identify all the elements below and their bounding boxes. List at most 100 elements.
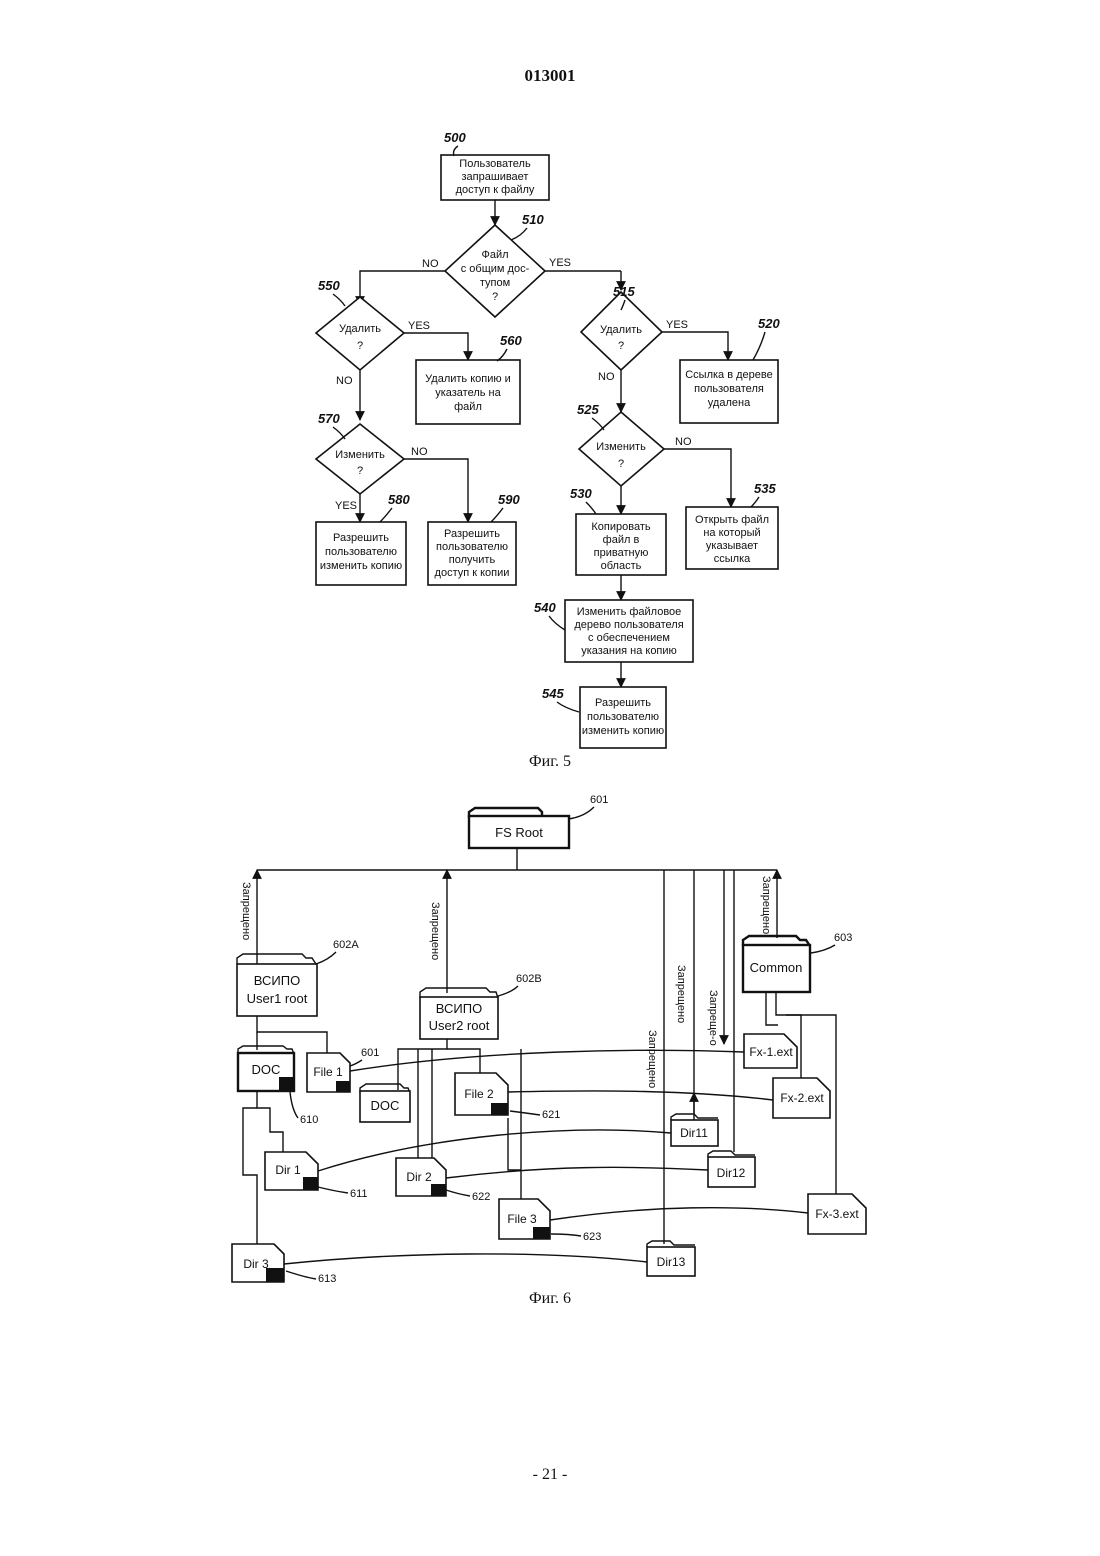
u1-folder-tab xyxy=(237,954,316,964)
leader-611 xyxy=(318,1187,348,1193)
dir12-label: Dir12 xyxy=(717,1166,746,1180)
leader-535 xyxy=(751,497,759,507)
link-dir1-dir11 xyxy=(318,1130,671,1171)
common-label: Common xyxy=(750,960,803,975)
ref-570: 570 xyxy=(318,411,340,426)
label-515-no: NO xyxy=(598,371,615,383)
dir2-marker xyxy=(431,1184,446,1196)
figure-5-flowchart: Пользовательзапрашиваетдоступ к файлу Фа… xyxy=(316,130,780,770)
leader-550 xyxy=(333,294,345,306)
leader-603 xyxy=(811,945,835,953)
dir13-folder-tab xyxy=(647,1241,695,1247)
link-file2-fx2 xyxy=(508,1091,773,1100)
file2-to-file3 xyxy=(508,1118,521,1170)
ref-601: 601 xyxy=(590,794,608,806)
leader-520 xyxy=(753,332,765,360)
label-525-no: NO xyxy=(675,436,692,448)
label-550-no: NO xyxy=(336,375,353,387)
ref-611: 611 xyxy=(350,1188,368,1200)
fs-root-label: FS Root xyxy=(495,825,543,840)
ref-602A: 602A xyxy=(333,939,359,951)
fx1-label: Fx-1.ext xyxy=(749,1045,793,1059)
ref-515: 515 xyxy=(613,284,635,299)
denied-label-dir13: Запрещено xyxy=(646,1030,658,1088)
denied-label-common: Запрещено xyxy=(760,876,772,934)
doc1-marker xyxy=(279,1077,294,1091)
file1-marker xyxy=(336,1081,350,1092)
doc-to-dir1 xyxy=(257,1090,283,1152)
leader-570 xyxy=(333,427,345,439)
ref-550: 550 xyxy=(318,278,340,293)
flow-525-no xyxy=(664,449,731,507)
ref-520: 520 xyxy=(758,316,780,331)
leader-623 xyxy=(551,1234,581,1236)
dir11-label: Dir11 xyxy=(680,1126,708,1140)
u2-dir2-branch xyxy=(432,1049,440,1170)
ref-560: 560 xyxy=(500,333,522,348)
figure-6-file-tree: FS Root 601 Запрещено Запрещено Запрещен… xyxy=(232,794,866,1307)
leader-580 xyxy=(380,508,392,522)
fx3-label: Fx-3.ext xyxy=(815,1207,859,1221)
denied-label-dir11: Запрещено xyxy=(675,965,687,1023)
ref-602B: 602B xyxy=(516,973,542,985)
doc-to-dir3 xyxy=(243,1108,257,1244)
dir12-folder-tab xyxy=(708,1151,755,1157)
label-510-no: NO xyxy=(422,258,439,270)
leader-510 xyxy=(511,228,527,240)
flow-515-yes xyxy=(662,332,728,360)
ref-610: 610 xyxy=(300,1114,318,1126)
doc2-label: DOC xyxy=(371,1098,400,1113)
link-file1-fx1 xyxy=(350,1050,744,1071)
ref-622: 622 xyxy=(472,1191,490,1203)
ref-525: 525 xyxy=(577,402,599,417)
ref-540: 540 xyxy=(534,600,556,615)
u1-root-box xyxy=(237,964,317,1016)
file3-label: File 3 xyxy=(507,1212,537,1226)
dir13-label: Dir13 xyxy=(657,1255,686,1269)
node-500-text: Пользовательзапрашиваетдоступ к файлу xyxy=(456,158,535,196)
node-540-text: Изменить файловоедерево пользователяс об… xyxy=(574,606,683,657)
label-510-yes: YES xyxy=(549,257,571,269)
dir2-label: Dir 2 xyxy=(406,1170,432,1184)
page-number: - 21 - xyxy=(0,1466,1100,1484)
leader-545 xyxy=(557,702,579,712)
link-dir3-dir13 xyxy=(284,1254,647,1264)
file3-marker xyxy=(533,1227,550,1239)
label-550-yes: YES xyxy=(408,320,430,332)
u1-to-file1 xyxy=(257,1016,327,1053)
fx2-label: Fx-2.ext xyxy=(780,1091,824,1105)
leader-540 xyxy=(549,616,565,630)
ref-530: 530 xyxy=(570,486,592,501)
u2-to-file2 xyxy=(447,1049,480,1073)
figure-6-caption: Фиг. 6 xyxy=(529,1290,571,1307)
leader-613 xyxy=(286,1271,316,1279)
file2-marker xyxy=(491,1103,508,1115)
ref-500: 500 xyxy=(444,130,466,145)
flow-570-no xyxy=(404,459,468,522)
leader-601b xyxy=(350,1060,362,1066)
figure-5-caption: Фиг. 5 xyxy=(529,753,571,770)
flow-510-no xyxy=(360,271,445,305)
dir1-label: Dir 1 xyxy=(275,1163,301,1177)
denied-label-u2: Запрещено xyxy=(429,902,441,960)
denied-label-u1: Запрещено xyxy=(240,882,252,940)
doc1-label: DOC xyxy=(252,1062,281,1077)
dir3-label: Dir 3 xyxy=(243,1257,269,1271)
denied-label-dir12: Запреще-о xyxy=(707,990,719,1046)
leader-622 xyxy=(446,1190,470,1196)
link-dir2-dir12 xyxy=(446,1167,708,1178)
ref-603: 603 xyxy=(834,932,852,944)
ref-580: 580 xyxy=(388,492,410,507)
ref-510: 510 xyxy=(522,212,544,227)
leader-602B xyxy=(498,986,518,996)
ref-621: 621 xyxy=(542,1109,560,1121)
label-570-no: NO xyxy=(411,446,428,458)
leader-525 xyxy=(592,418,604,430)
leader-602A xyxy=(316,952,336,964)
ref-545: 545 xyxy=(542,686,564,701)
ref-613: 613 xyxy=(318,1273,336,1285)
ref-535: 535 xyxy=(754,481,776,496)
leader-601 xyxy=(568,807,594,819)
label-570-yes: YES xyxy=(335,500,357,512)
